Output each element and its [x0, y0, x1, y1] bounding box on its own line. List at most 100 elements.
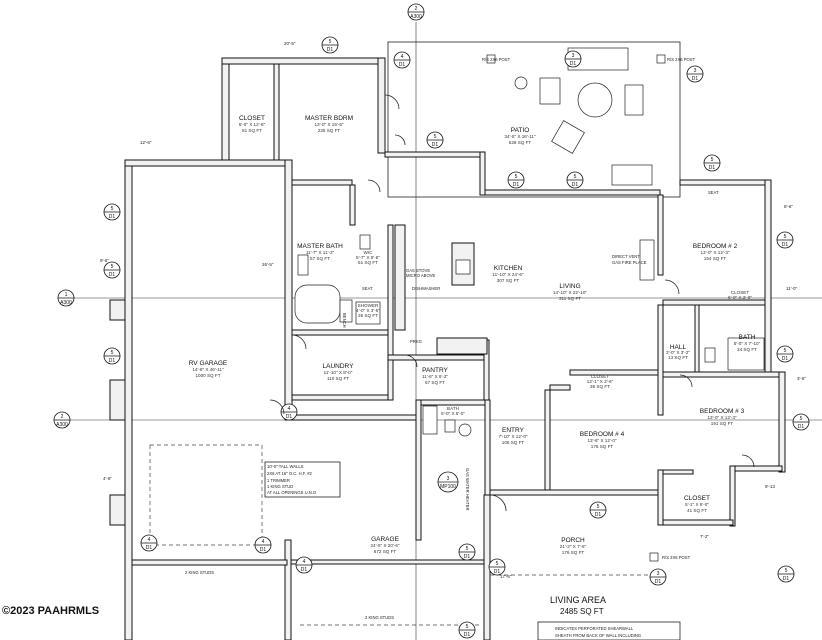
closet2-name: CLOSET [731, 290, 750, 295]
dashed-lines [149, 444, 658, 626]
svg-text:D1: D1 [709, 165, 716, 171]
master-bath-name: MASTER BATH [297, 243, 343, 250]
chair-icon [539, 77, 561, 105]
svg-text:D1: D1 [146, 545, 153, 551]
fixtures [294, 47, 765, 562]
patio-area: 528 SQ FT [509, 140, 532, 145]
post1-note: R/S 2X6 POST [482, 57, 511, 62]
svg-text:3: 3 [447, 476, 450, 482]
svg-text:D1: D1 [782, 356, 789, 362]
watermark: ©2023 PAAHRMLS [2, 605, 99, 617]
shower-name: SHOWER [358, 303, 379, 308]
closet3-area: 36 SQ FT [590, 384, 610, 389]
patio-name: PATIO [511, 127, 530, 134]
gas-fireplace-note: GAS FIRE PLACE [612, 260, 647, 265]
bath-area: 34 SQ FT [737, 347, 757, 352]
closet-master-dims: 6'-0" X 12'-8" [239, 122, 266, 127]
bedroom3-name: BEDROOM # 3 [700, 408, 745, 415]
svg-text:4: 4 [288, 406, 291, 412]
bedroom2-dims: 13'-0" X 12'-3" [700, 250, 729, 255]
svg-text:MP100: MP100 [440, 484, 456, 490]
bath-small-name: BATH [447, 406, 459, 411]
framed-note: 2 KING STUDS [185, 570, 214, 575]
closet3-name: CLOSET [591, 374, 610, 379]
shearwall-note-2: SHEATH FROM BACK OF WALL INCLUDING [555, 633, 641, 638]
direct-vent-note: DIRECT VENT [612, 254, 640, 259]
dim-2: 9'-6" [100, 258, 109, 263]
wall-tag: 5D1 [566, 171, 584, 189]
wall-tag: 3D1 [649, 568, 667, 586]
wall-tag: 5D1 [776, 231, 794, 249]
living-area-label: LIVING AREA [550, 595, 606, 605]
wic-dims: 5'-7" X 9'-6" [356, 255, 380, 260]
wall-tag: 5D1 [792, 413, 810, 431]
dim-6: 3'-6" [797, 376, 806, 381]
shower-area: 35 SQ FT [358, 313, 378, 318]
shearwall-note-1: INDICATES PERFORATED SHEARWALL [555, 626, 634, 631]
pantry-name: PANTRY [422, 367, 448, 374]
dim-1: 20'-5" [284, 41, 296, 46]
bedroom3-area: 191 SQ FT [711, 421, 734, 426]
shower-stall-icon [355, 301, 381, 325]
closet4-dims: 5'-1" X 6'-0" [685, 502, 709, 507]
living-dims: 14'-10" X 22'-10" [553, 290, 587, 295]
king-studs-note: 2 KING STUDS [365, 615, 394, 620]
dim-3: 26'-5" [262, 262, 274, 267]
post-3-icon [649, 552, 659, 562]
toilet-icon [359, 234, 371, 250]
wall-note-5: AT ALL OPENINGS U.N.O [267, 490, 317, 495]
micro-above-note: MICRO ABOVE [406, 273, 436, 278]
rv-garage-walls [109, 159, 293, 640]
wall-note-3: 1 TRIMMER [267, 478, 290, 483]
shower-2-icon [422, 405, 438, 435]
svg-text:3: 3 [657, 571, 660, 577]
wall-note-box [264, 461, 341, 498]
bath-small-dims: 5'-0" X 5'-0" [441, 411, 465, 416]
svg-text:A300: A300 [60, 300, 72, 306]
kitchen-area: 307 SQ FT [497, 278, 520, 283]
svg-text:5: 5 [515, 174, 518, 180]
hall-name: HALL [670, 344, 687, 351]
wic-area: 51 SQ FT [358, 260, 378, 265]
wall-tag: 5D1 [507, 171, 525, 189]
sink-icon [297, 254, 309, 276]
wall-note-1: 10'-0" TALL WALLS [267, 464, 304, 469]
dim-5: 11'-0" [786, 286, 798, 291]
svg-text:4: 4 [262, 539, 265, 545]
dim-9: 12'-6" [140, 140, 152, 145]
garage-walls [131, 414, 491, 640]
svg-text:D1: D1 [783, 576, 790, 582]
svg-text:1: 1 [65, 292, 68, 298]
door-swings [269, 94, 755, 512]
bench-note: BENCH [342, 313, 347, 328]
svg-text:5: 5 [466, 624, 469, 630]
sink-3-icon [458, 423, 472, 437]
svg-text:D1: D1 [399, 62, 406, 68]
svg-text:4: 4 [401, 54, 404, 60]
toilet-3-icon [444, 419, 456, 433]
grill-icon [611, 164, 653, 186]
svg-text:5: 5 [496, 561, 499, 567]
bath-name: BATH [739, 334, 756, 341]
wall-note-2: 2X6 AT 16" O.C. H.F. #2 [267, 471, 313, 476]
svg-text:5: 5 [466, 546, 469, 552]
laundry-dims: 11'-10" X 8'-0" [324, 370, 353, 375]
notes: GAS STOVE MICRO ABOVE DISHWASHER DIRECT … [185, 57, 719, 640]
wall-tag: 5D1 [488, 558, 506, 576]
svg-text:3: 3 [572, 53, 575, 59]
post3-note: R/S 2X6 POST [662, 555, 691, 560]
svg-text:5: 5 [597, 504, 600, 510]
wall-tags: 5D14D15D15D15D15D15D15D15D14D15D15D15D15… [103, 36, 810, 639]
living-area-block: LIVING AREA 2485 SQ FT [550, 595, 606, 616]
wall-tag: 5D1 [458, 621, 476, 639]
svg-text:D1: D1 [327, 47, 334, 53]
shower-dims: 4'-0" X 3'-6" [356, 308, 380, 313]
wall-tag: 5D1 [589, 501, 607, 519]
dim-4: 4'-6" [103, 476, 112, 481]
dim-7: 9'-13 [765, 484, 775, 489]
laundry-area: 110 SQ FT [327, 376, 349, 381]
dim-8: 17'-6" [500, 574, 512, 579]
svg-text:A300: A300 [410, 14, 422, 20]
svg-text:D1: D1 [301, 567, 308, 573]
closet4-name: CLOSET [684, 495, 710, 502]
